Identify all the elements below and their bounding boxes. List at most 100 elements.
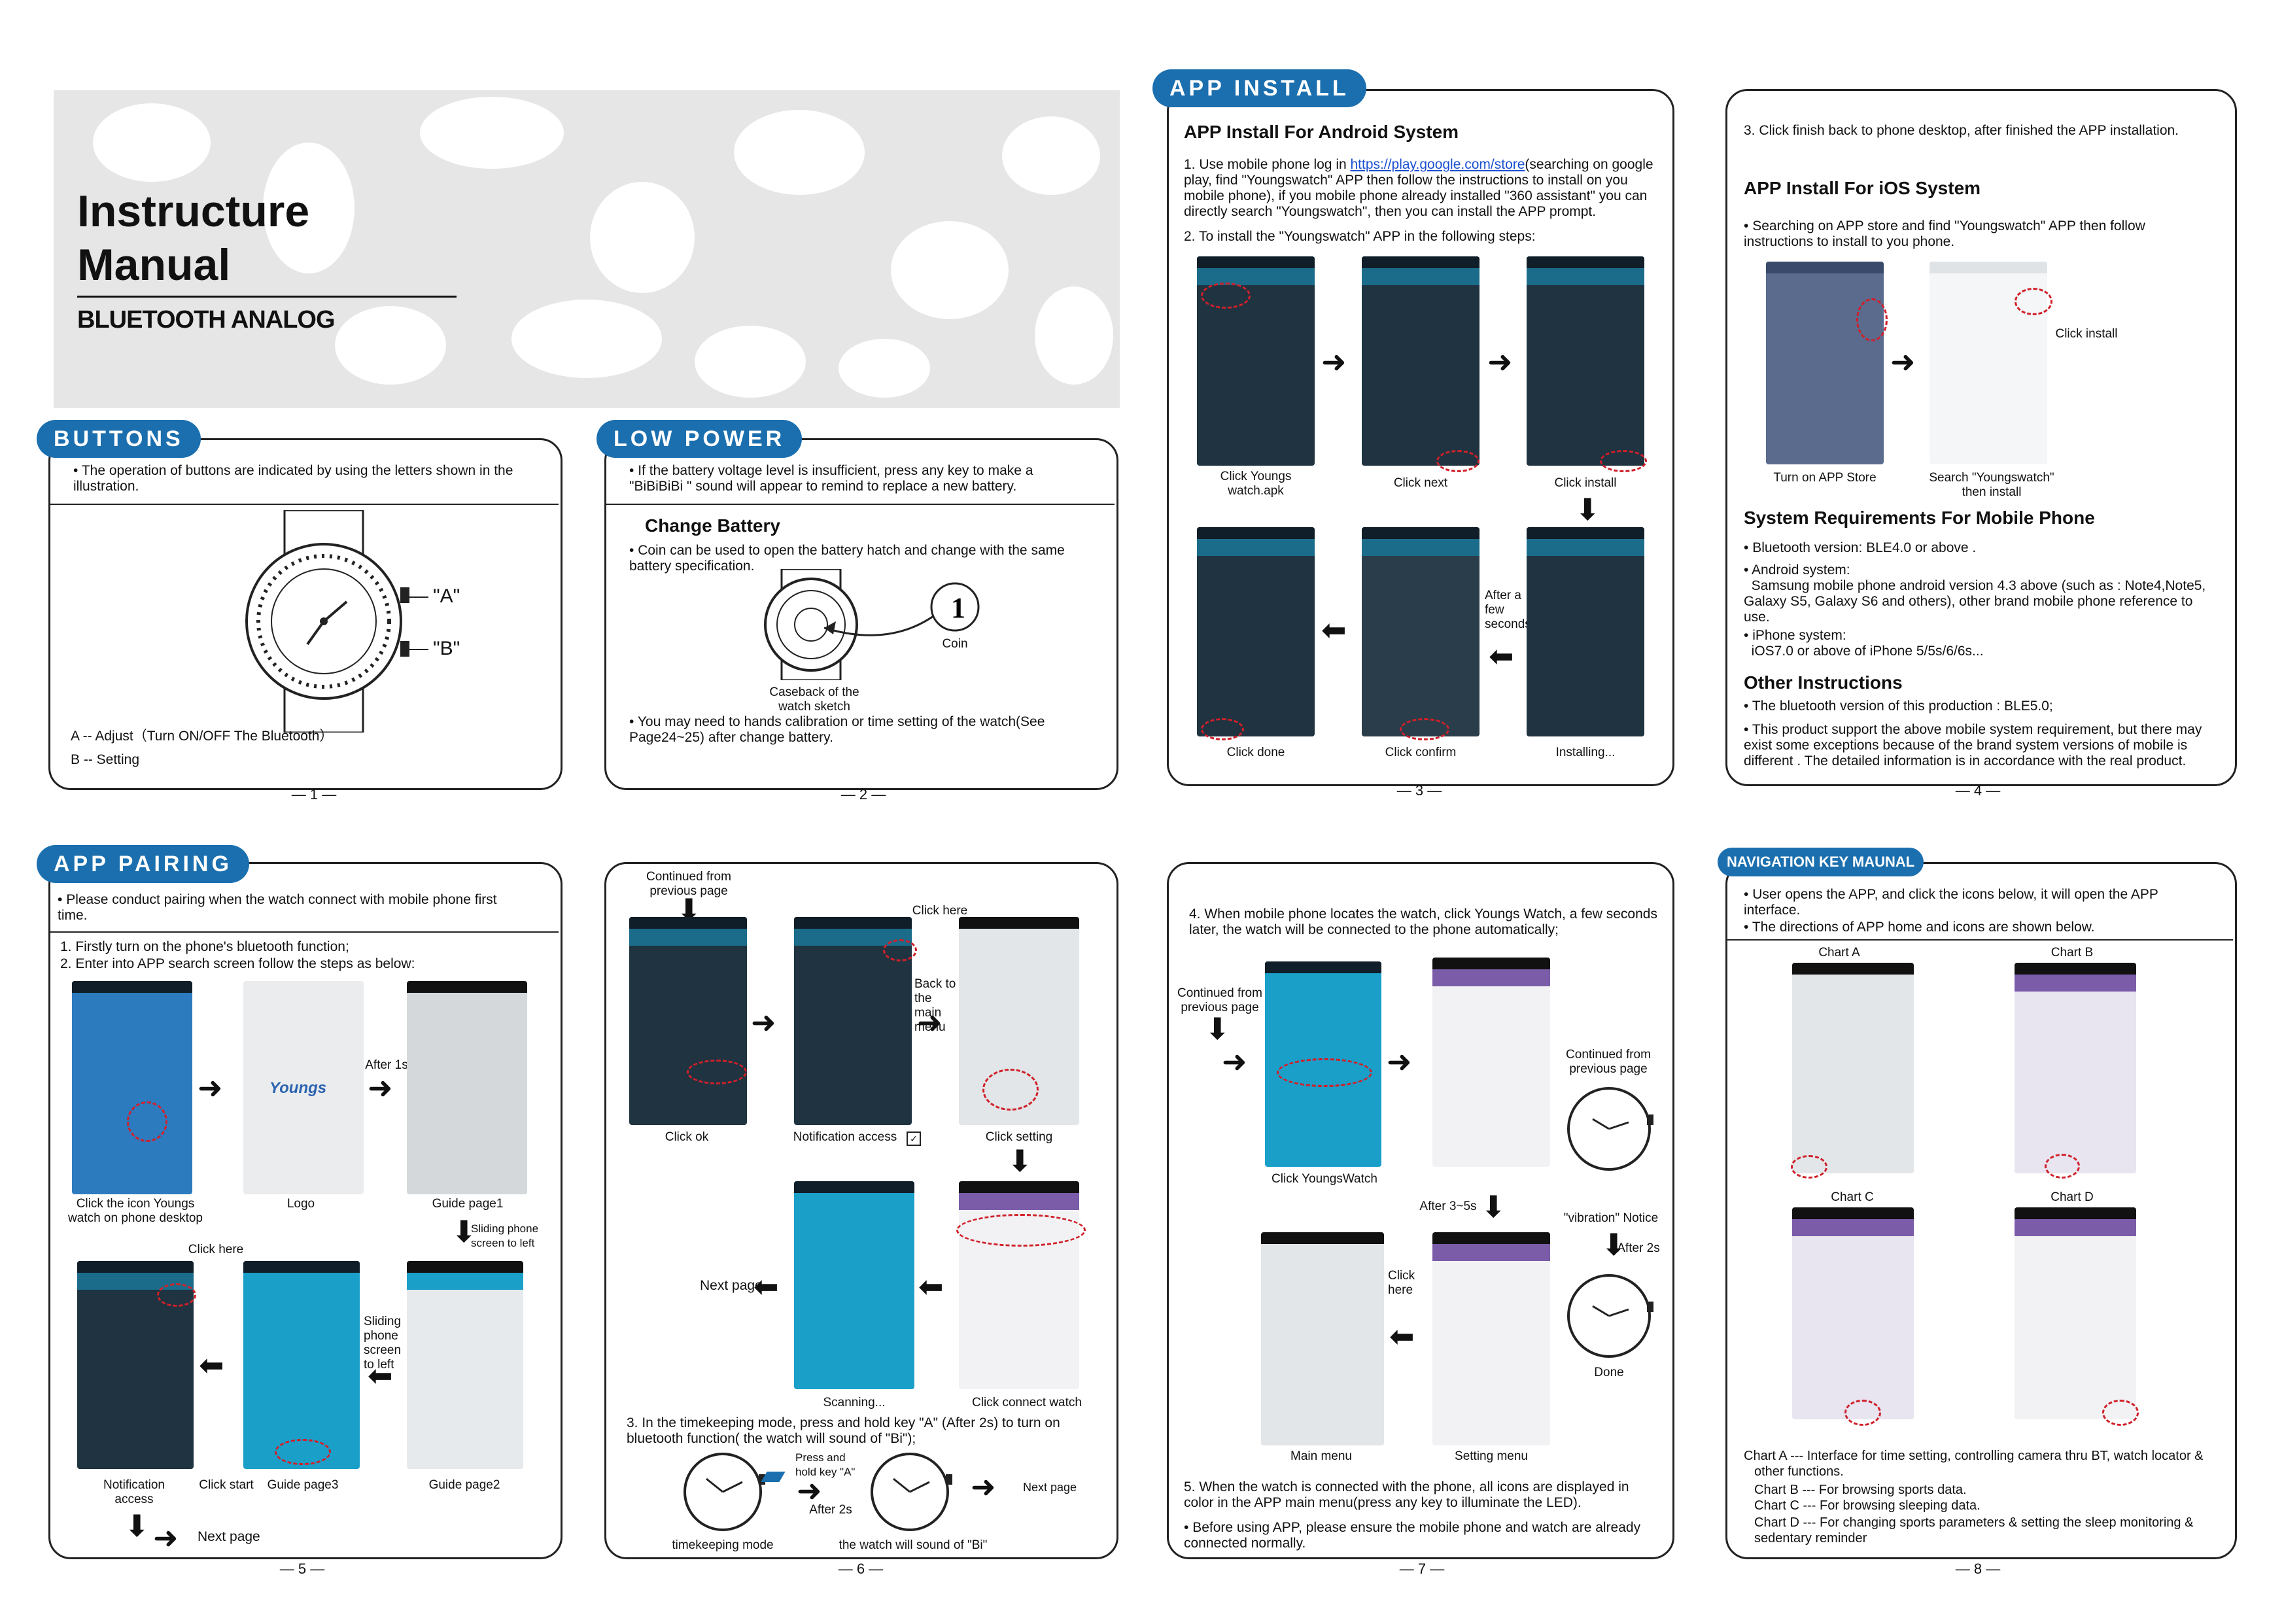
sys-android-head: Android system: — [1752, 562, 1850, 578]
low-power-divider — [604, 504, 1115, 505]
sys-title: System Requirements For Mobile Phone — [1744, 508, 2095, 528]
get-highlight — [2015, 288, 2052, 315]
arrow-right-1: ➜ — [1321, 345, 1347, 379]
chart-c-desc: Chart C --- For browsing sleeping data. — [1754, 1498, 1981, 1513]
caseback-label: Caseback of the watch sketch — [769, 685, 859, 714]
pairing-intro-text: Please conduct pairing when the watch co… — [58, 892, 497, 923]
nav-tab: NAVIGATION KEY MAUNAL — [1718, 848, 1924, 876]
app-store-highlight — [1856, 298, 1888, 341]
connect-watch-highlight — [956, 1214, 1086, 1247]
arrow-right-7b: ➜ — [1387, 1045, 1412, 1079]
cap-click-confirm: Click confirm — [1385, 746, 1457, 759]
page-number-6: — 6 — — [838, 1561, 884, 1577]
cap-click-next: Click next — [1393, 476, 1448, 490]
cap-notification-6: Notification access — [793, 1130, 897, 1144]
install-screen-done — [1197, 527, 1315, 736]
youngs-logo: Youngs — [269, 1079, 327, 1097]
pairing-divider — [48, 931, 559, 933]
low-power-intro: • If the battery voltage level is insuff… — [629, 463, 1033, 494]
android-title: APP Install For Android System — [1184, 122, 1459, 142]
cover-subtitle: BLUETOOTH ANALOG — [77, 306, 336, 334]
continued-previous-6: Continued from previous page — [646, 870, 731, 898]
screen-main-menu-7 — [1261, 1232, 1384, 1445]
page-number-1: — 1 — — [291, 786, 337, 803]
cap-search-youngswatch: Search "Youngswatch" then install — [1929, 471, 2054, 499]
coin-icon: 1 — [930, 582, 980, 632]
cap-main-menu: Main menu — [1290, 1449, 1352, 1463]
android-step1: 1. Use mobile phone log in https://play.… — [1184, 157, 1668, 220]
chart-b-label: Chart B — [2050, 946, 2094, 959]
before-using-text: Before using APP, please ensure the mobi… — [1184, 1520, 1641, 1551]
buttons-tab: BUTTONS — [37, 420, 201, 458]
coin-label: Coin — [942, 637, 968, 651]
vibration-notice: "vibration" Notice — [1563, 1211, 1659, 1225]
arrow-down-p2: ⬇ — [124, 1509, 150, 1543]
cap-guide3: Guide page3 — [267, 1478, 339, 1492]
cap-notification-access: Notification access — [103, 1478, 165, 1506]
buttons-intro: • The operation of buttons are indicated… — [73, 463, 513, 494]
button-a-label: "A" — [433, 585, 460, 607]
cover-pattern — [54, 90, 1120, 408]
low-power-tab: LOW POWER — [597, 420, 803, 458]
chart-b-screen — [2015, 963, 2136, 1173]
next-highlight — [1436, 450, 1479, 472]
sys-iphone-head: iPhone system: — [1752, 628, 1846, 643]
app-install-tab: APP INSTALL — [1152, 69, 1366, 107]
notification-toggle-highlight — [157, 1283, 196, 1307]
after-few-seconds: After a few seconds — [1485, 589, 1531, 631]
after-2s-7: After 2s — [1617, 1241, 1660, 1255]
arrow-left-6a: ⬅ — [753, 1270, 779, 1304]
arrow-right-6a: ➜ — [751, 1005, 776, 1039]
click-here-6: Click here — [912, 904, 968, 918]
pairing-logo-screen: Youngs — [243, 981, 364, 1194]
other-exceptions-text: This product support the above mobile sy… — [1744, 722, 2202, 769]
arrow-left-p2: ⬅ — [368, 1358, 393, 1392]
cover-title: Instructure Manual — [77, 184, 309, 292]
page-number-2: — 2 — — [840, 786, 886, 803]
pairing-desktop-screen — [72, 981, 192, 1194]
chart-b-desc: Chart B --- For browsing sports data. — [1754, 1483, 1967, 1497]
click-install-ios: Click install — [2055, 327, 2118, 341]
play-store-link[interactable]: https://play.google.com/store — [1350, 157, 1525, 172]
click-here-7: Click here — [1388, 1269, 1415, 1297]
done-label: Done — [1594, 1366, 1624, 1379]
sys-android: • Android system: Samsung mobile phone a… — [1744, 562, 2206, 625]
sys-iphone: • iPhone system: iOS7.0 or above of iPho… — [1744, 628, 1984, 659]
sliding-phone-left: Sliding phone screen to left — [471, 1222, 539, 1249]
click-here-pairing: Click here — [188, 1243, 244, 1256]
cap-connect-watch: Click connect watch — [972, 1396, 1082, 1409]
arrow-left-6b: ⬅ — [918, 1270, 944, 1304]
watch-illustration — [245, 510, 409, 733]
sys-bluetooth: • Bluetooth version: BLE4.0 or above . — [1744, 540, 1977, 555]
arrow-right-2: ➜ — [1487, 345, 1513, 379]
screen-settings-menu-7 — [1432, 1232, 1550, 1445]
step4-locate: 4. When mobile phone locates the watch, … — [1189, 907, 1657, 937]
cap-scanning: Scanning... — [823, 1396, 886, 1409]
cap-click-youngswatch: Click YoungsWatch — [1272, 1172, 1377, 1186]
screen-settings-6 — [959, 1181, 1079, 1389]
watch-timekeeping — [683, 1453, 765, 1531]
page-number-3: — 3 — — [1396, 782, 1442, 799]
arrow-down-6b: ⬇ — [1007, 1144, 1033, 1178]
nav-divider — [1725, 939, 2233, 941]
calibration-note: • You may need to hands calibration or t… — [629, 714, 1045, 745]
after-1s: After 1s — [365, 1058, 408, 1072]
caseback-illustration — [764, 569, 858, 680]
page7-panel — [1167, 862, 1674, 1559]
android-step1-pre: 1. Use mobile phone log in — [1184, 157, 1351, 172]
cap-click-youngs-apk: Click Youngs watch.apk — [1220, 470, 1292, 498]
youngs-watch-highlight — [1277, 1058, 1372, 1087]
cover-title-line1: Instructure — [77, 186, 310, 236]
change-battery-text: • Coin can be used to open the battery h… — [629, 543, 1065, 574]
buttons-intro-text: The operation of buttons are indicated b… — [73, 463, 513, 494]
before-using-note: • Before using APP, please ensure the mo… — [1184, 1520, 1641, 1551]
cap-guide2: Guide page2 — [428, 1478, 500, 1492]
arrow-right-p1: ➜ — [198, 1071, 223, 1105]
arrow-down-p: ⬇ — [451, 1215, 477, 1249]
after-3-5s: After 3~5s — [1419, 1200, 1477, 1213]
chart-d-label: Chart D — [2050, 1190, 2094, 1204]
change-battery-title: Change Battery — [645, 515, 780, 536]
chart-a-desc: Chart A --- Interface for time setting, … — [1744, 1449, 2204, 1479]
arrow-down-7c: ⬇ — [1601, 1228, 1627, 1262]
other-ble-text: The bluetooth version of this production… — [1752, 699, 2053, 714]
